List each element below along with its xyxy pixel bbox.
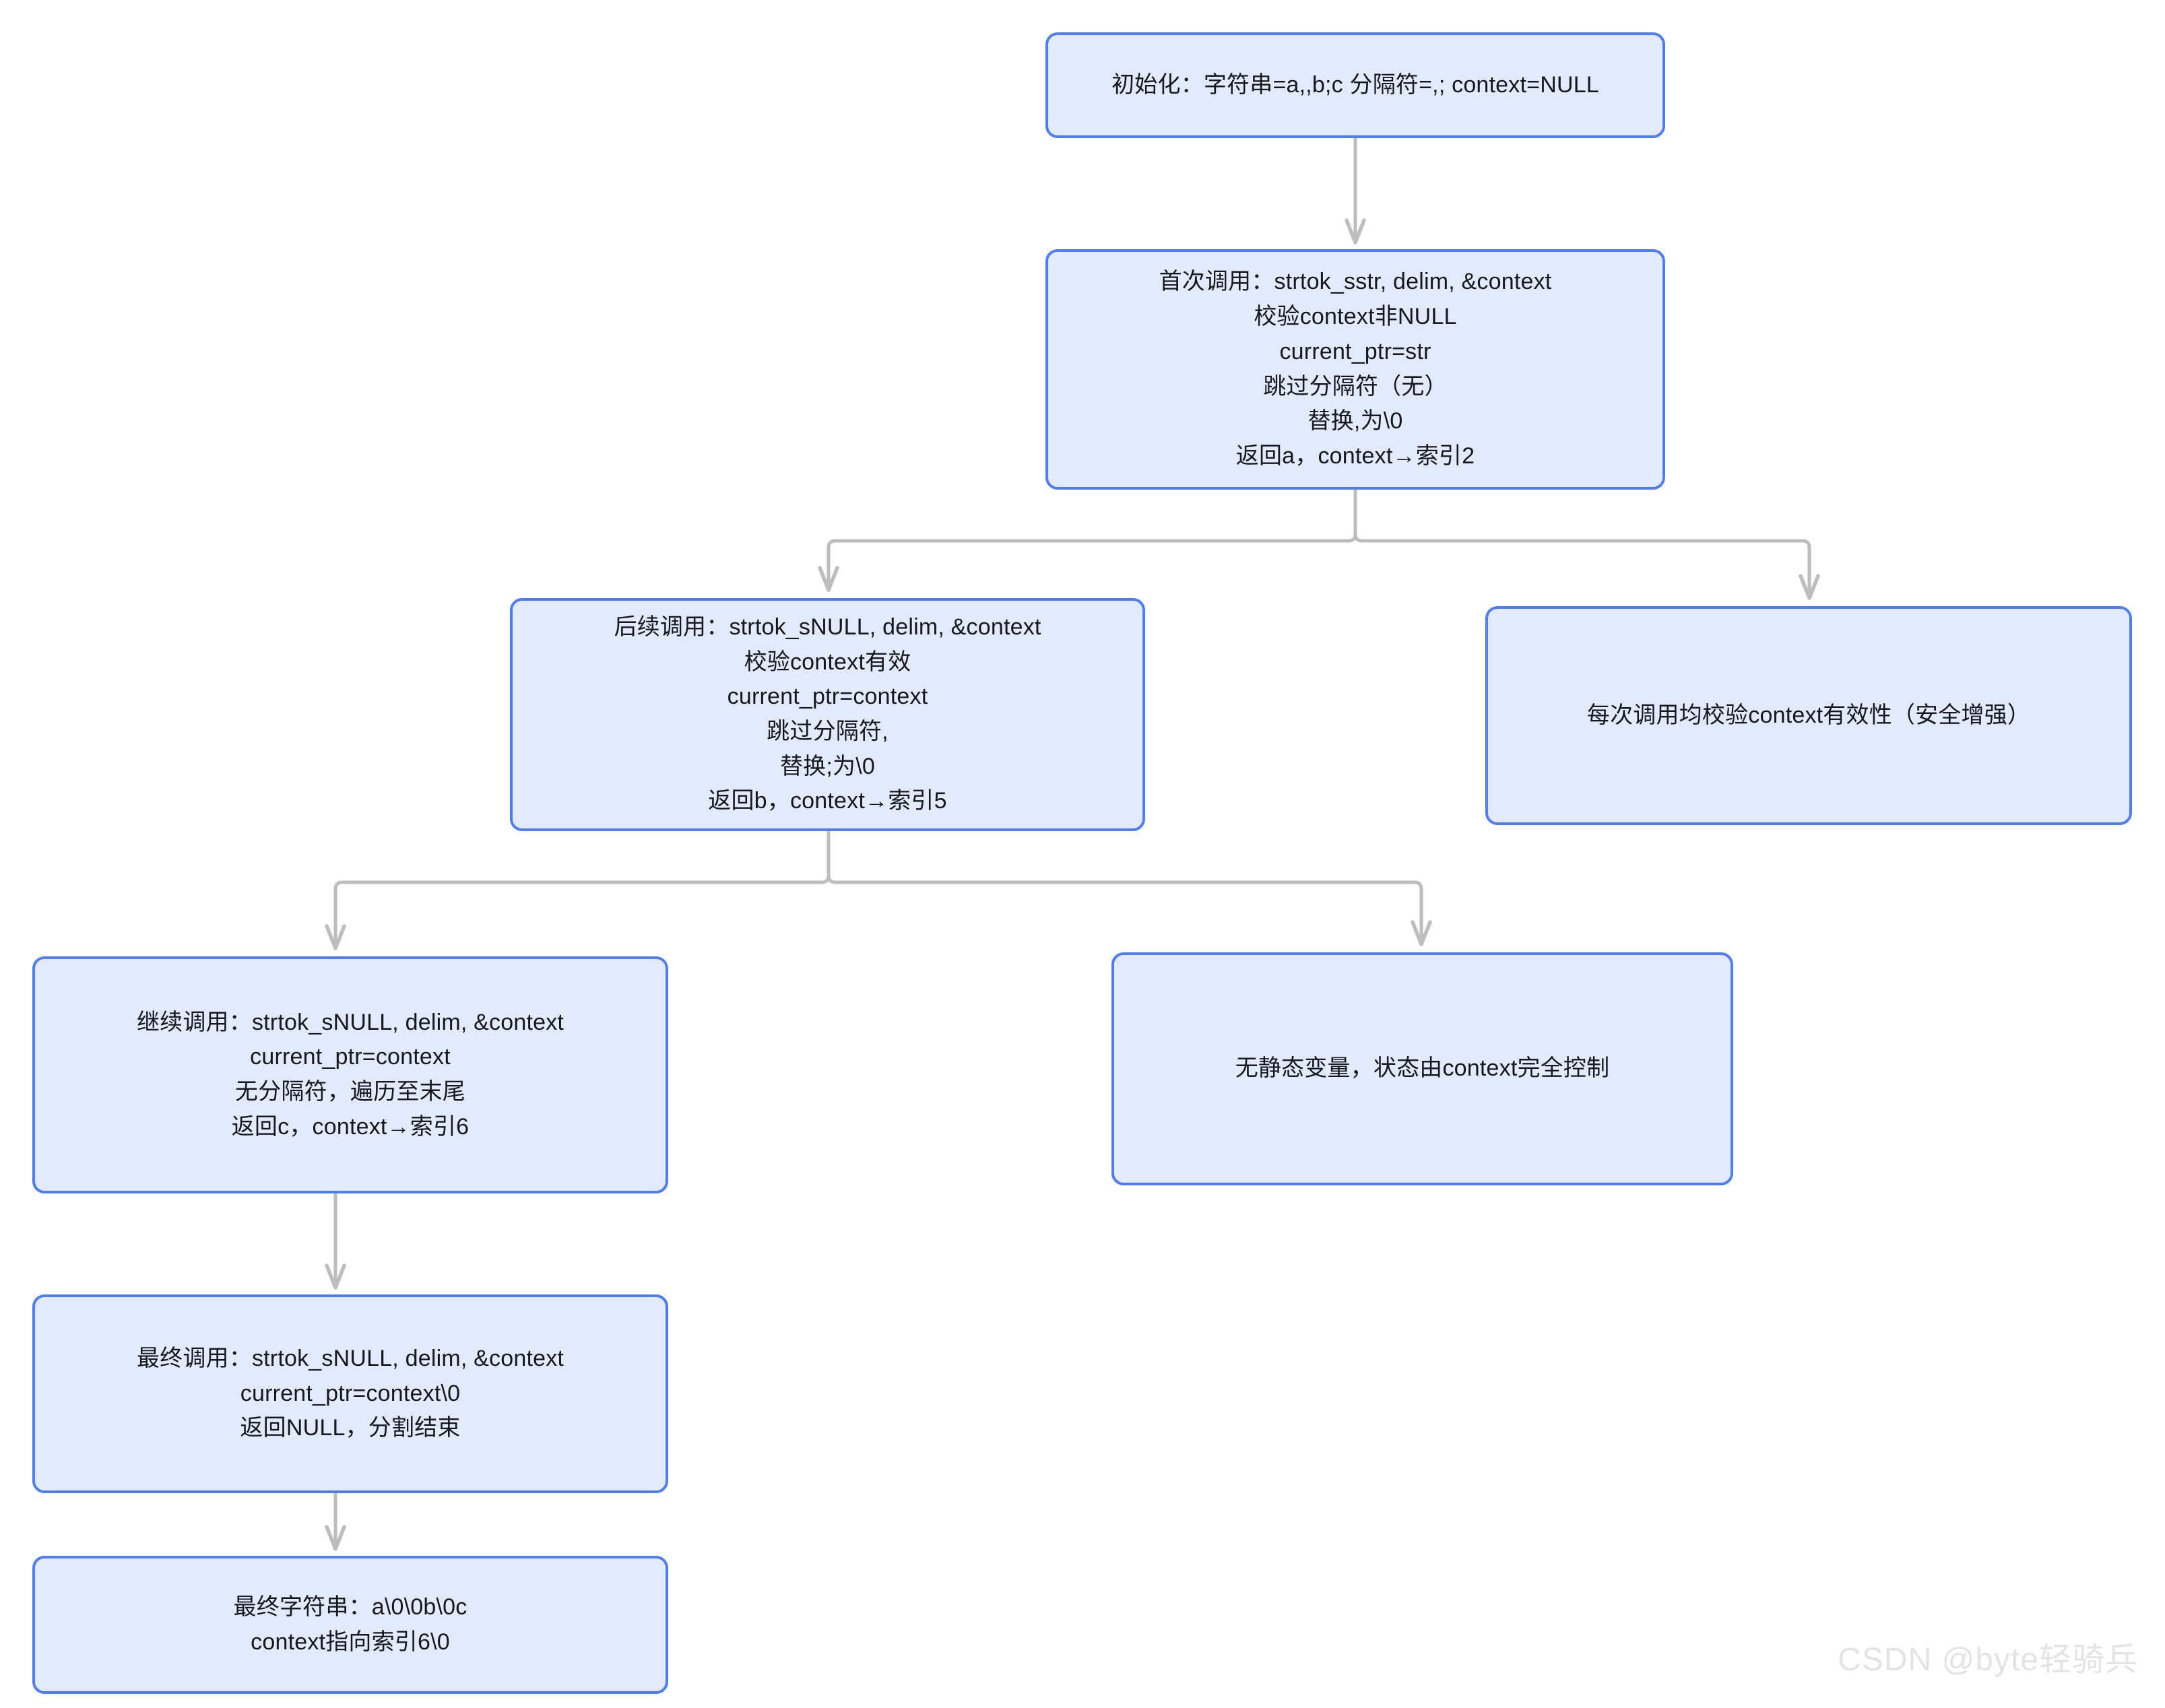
next-call-node[interactable]: 后续调用：strtok_sNULL, delim, &context 校验con…	[510, 598, 1145, 831]
no-static-node-label: 无静态变量，状态由context完全控制	[1235, 1055, 1610, 1082]
final-call-node[interactable]: 最终调用：strtok_sNULL, delim, &context curre…	[32, 1294, 668, 1493]
continue-call-node[interactable]: 继续调用：strtok_sNULL, delim, &context curre…	[32, 956, 668, 1193]
final-call-node-label: 最终调用：strtok_sNULL, delim, &context curre…	[136, 1345, 564, 1441]
validate-context-node[interactable]: 每次调用均校验context有效性（安全增强）	[1485, 606, 2132, 825]
final-string-node[interactable]: 最终字符串：a\0\0b\0c context指向索引6\0	[32, 1556, 668, 1694]
edge-next-call-to-continue-call	[325, 829, 831, 950]
no-static-node[interactable]: 无静态变量，状态由context完全控制	[1111, 952, 1733, 1185]
next-call-node-label: 后续调用：strtok_sNULL, delim, &context 校验con…	[614, 614, 1041, 814]
validate-context-node-label: 每次调用均校验context有效性（安全增强）	[1586, 702, 2031, 728]
init-node[interactable]: 初始化：字符串=a,,b;c 分隔符=,; context=NULL	[1045, 32, 1665, 138]
edge-first-call-to-next-call	[818, 488, 1357, 592]
first-call-node[interactable]: 首次调用：strtok_sstr, delim, &context 校验cont…	[1045, 249, 1665, 490]
first-call-node-label: 首次调用：strtok_sstr, delim, &context 校验cont…	[1159, 269, 1552, 469]
edge-first-call-to-validate-context	[1353, 488, 1820, 600]
edge-next-call-to-no-static	[827, 829, 1432, 946]
final-string-node-label: 最终字符串：a\0\0b\0c context指向索引6\0	[233, 1594, 467, 1655]
continue-call-node-label: 继续调用：strtok_sNULL, delim, &context curre…	[136, 1009, 564, 1140]
init-node-label: 初始化：字符串=a,,b;c 分隔符=,; context=NULL	[1111, 71, 1599, 98]
watermark: CSDN @byte轻骑兵	[1838, 1642, 2138, 1678]
